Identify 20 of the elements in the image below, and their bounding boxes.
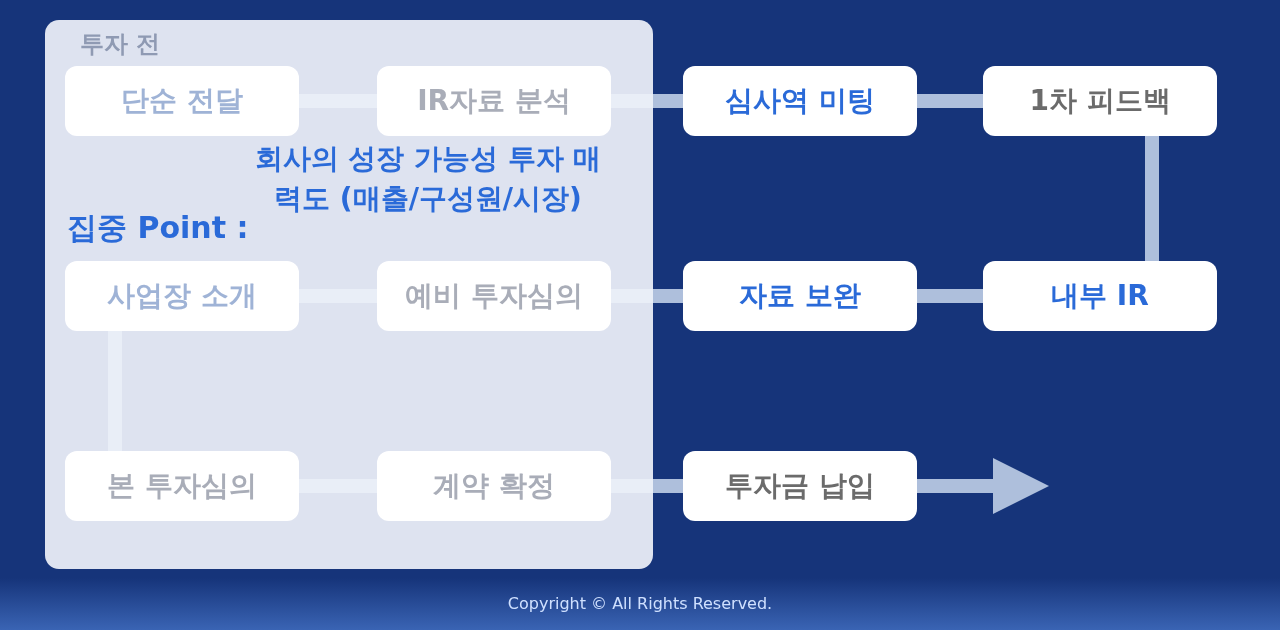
arrow — [917, 458, 1049, 514]
process-box: 내부 IR — [983, 261, 1217, 331]
process-box: 본 투자심의 — [65, 451, 299, 521]
focus-label: 집중 Point : — [67, 209, 249, 247]
process-box: 자료 보완 — [683, 261, 917, 331]
connector-line — [917, 289, 983, 303]
copyright-text: Copyright © All Rights Reserved. — [506, 594, 774, 613]
process-box: IR자료 분석 — [377, 66, 611, 136]
process-box: 심사역 미팅 — [683, 66, 917, 136]
process-box: 투자금 납입 — [683, 451, 917, 521]
connector-line — [917, 94, 983, 108]
process-box: 계약 확정 — [377, 451, 611, 521]
process-box: 예비 투자심의 — [377, 261, 611, 331]
stage-panel — [45, 20, 653, 569]
process-box: 1차 피드백 — [983, 66, 1217, 136]
panel-heading: 투자 전 — [80, 29, 161, 60]
process-box: 단순 전달 — [65, 66, 299, 136]
focus-text: 회사의 성장 가능성 투자 매력도 (매출/구성원/시장) — [253, 141, 603, 217]
process-box: 사업장 소개 — [65, 261, 299, 331]
connector-line — [1145, 136, 1159, 261]
